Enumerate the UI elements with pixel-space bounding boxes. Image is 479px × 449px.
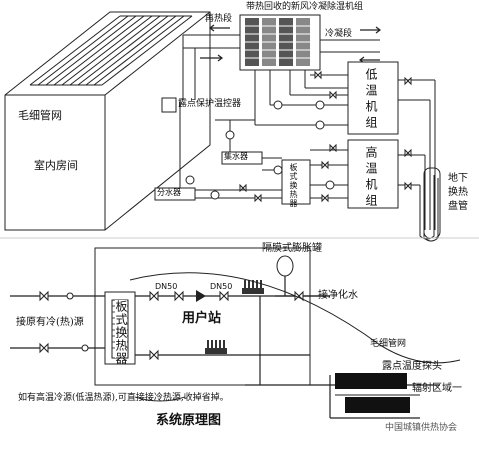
dn50-a-label: DN50 (155, 282, 178, 291)
user-station-label: 用户站 (182, 311, 222, 326)
bottom-capillary-label: 毛细管网 (370, 339, 407, 349)
diagram-title: 系统原理图 (156, 413, 222, 428)
bottom-valves (39, 290, 304, 361)
unit-title: 带热回收的新风冷凝除湿机组 (246, 2, 364, 12)
dew-controller-box (161, 97, 177, 113)
low-temp-unit-box (347, 61, 399, 135)
expansion-tank (276, 255, 294, 277)
reheat-label: 再热段 (205, 14, 233, 24)
station-hx-label: 板式换热器 (114, 300, 128, 365)
air-ducts (182, 34, 380, 100)
high-temp-unit-box (347, 139, 399, 209)
indoor-label: 室内房间 (34, 159, 78, 172)
wavy-line (134, 396, 186, 402)
dew-controller-label: 露点保护温控器 (178, 99, 242, 109)
plate-hx-box (281, 159, 311, 205)
low-temp-unit-label: 低温机组 (364, 68, 378, 132)
plate-hx-label: 板式换热器 (289, 163, 298, 208)
radiant-zones (335, 373, 420, 413)
note-text: 如有高温冷源(低温热源),可直接接冷热源,收掉省掉。 (18, 393, 229, 403)
pump-icon (196, 290, 206, 302)
ground-hx-label: 地下换热盘管 (448, 173, 468, 212)
source-label: 接原有冷(热)源 (16, 317, 84, 328)
capillary-label: 毛细管网 (18, 109, 62, 122)
dew-probe-label: 露点温度探头 (382, 361, 442, 372)
indoor-room-box (4, 11, 211, 231)
purified-water-label: 接净化水 (318, 290, 358, 301)
capillary-grid (29, 15, 193, 86)
manifolds (205, 280, 264, 354)
distributor-label: 分水器 (157, 188, 181, 197)
user-station-frame (94, 247, 311, 386)
fresh-air-unit (239, 14, 321, 71)
valves-pumps (185, 70, 412, 203)
collector-label: 集水器 (224, 152, 248, 161)
condense-label: 冷凝段 (325, 29, 353, 39)
expansion-tank-label: 隔膜式膨胀罐 (262, 243, 322, 254)
radiant-zone-label: 辐射区域一 (412, 383, 462, 394)
high-temp-unit-label: 高温机组 (364, 146, 378, 210)
watermark-text: 中国城镇供热协会 (385, 423, 458, 433)
capillary-curve (129, 272, 461, 364)
distributor-box (154, 187, 196, 201)
dn50-b-label: DN50 (210, 282, 233, 291)
